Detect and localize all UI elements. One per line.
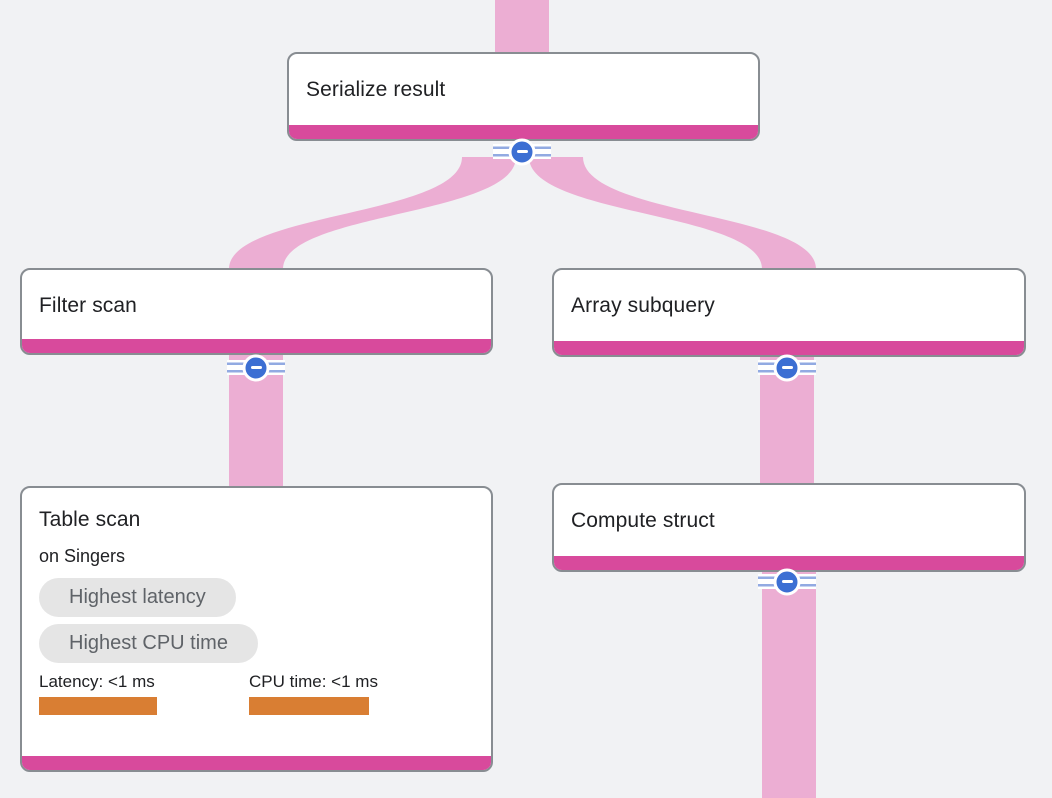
collapse-minus-icon[interactable] <box>508 138 536 165</box>
node-accent-bar <box>554 341 1024 355</box>
node-serialize-result[interactable]: Serialize result <box>287 52 760 141</box>
badge-list: Highest latency Highest CPU time <box>39 578 475 663</box>
flow-serialize-to-filter-scan <box>229 157 516 269</box>
collapse-minus-icon[interactable] <box>242 354 270 381</box>
collapse-minus-icon[interactable] <box>773 354 801 381</box>
flow-serialize-to-array-subquery <box>529 157 816 269</box>
flow-into-serialize-result <box>495 0 549 56</box>
collapse-handle-compute-struct[interactable] <box>758 568 816 595</box>
node-accent-bar <box>554 556 1024 570</box>
collapse-handle-filter-scan[interactable] <box>227 354 285 381</box>
cpu-time-bar <box>249 697 369 715</box>
collapse-handle-array-subquery[interactable] <box>758 354 816 381</box>
node-accent-bar <box>22 339 491 353</box>
node-subtitle: on Singers <box>39 546 126 566</box>
stat-cpu-time: CPU time: <1 ms <box>249 672 378 715</box>
node-array-subquery[interactable]: Array subquery <box>552 268 1026 357</box>
collapse-minus-icon[interactable] <box>773 568 801 595</box>
node-filter-scan[interactable]: Filter scan <box>20 268 493 355</box>
stat-label: Latency: <1 ms <box>39 672 155 691</box>
node-table-scan[interactable]: Table scan on Singers Highest latency Hi… <box>20 486 493 772</box>
flow-out-of-compute-struct <box>762 560 816 798</box>
node-accent-bar <box>289 125 758 139</box>
badge-highest-latency: Highest latency <box>39 578 236 617</box>
stats-row: Latency: <1 ms CPU time: <1 ms <box>39 672 475 715</box>
node-title: Array subquery <box>571 294 715 317</box>
node-title: Serialize result <box>306 78 446 101</box>
collapse-handle-serialize-result[interactable] <box>493 138 551 165</box>
latency-bar <box>39 697 157 715</box>
node-title: Compute struct <box>571 509 715 532</box>
node-title: Filter scan <box>39 294 137 317</box>
node-accent-bar <box>22 756 491 770</box>
stat-label: CPU time: <1 ms <box>249 672 378 691</box>
stat-latency: Latency: <1 ms <box>39 672 249 715</box>
node-compute-struct[interactable]: Compute struct <box>552 483 1026 572</box>
badge-highest-cpu-time: Highest CPU time <box>39 624 258 663</box>
node-title: Table scan <box>39 508 141 531</box>
